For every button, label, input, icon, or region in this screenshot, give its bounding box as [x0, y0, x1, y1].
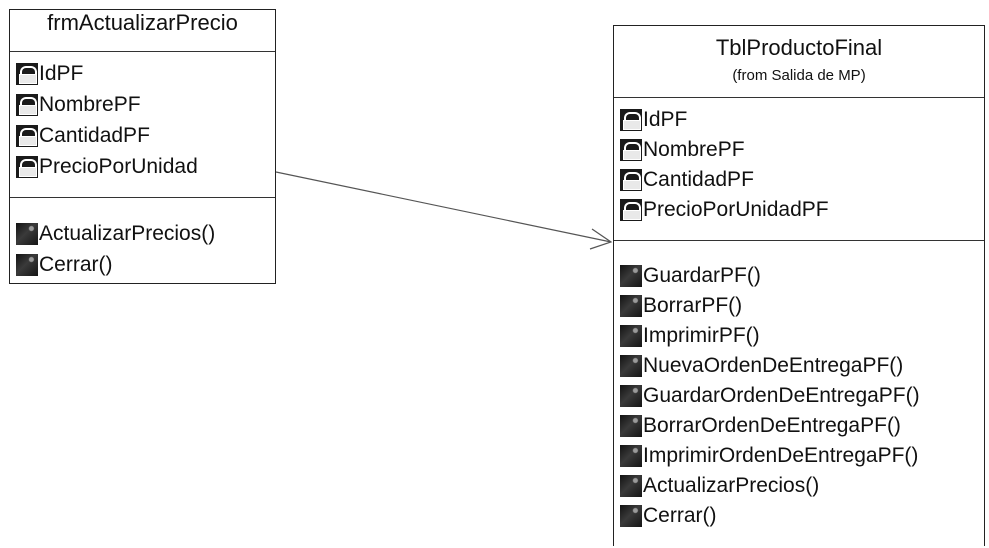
method-icon [620, 325, 642, 347]
class-box-frmactualizarprecio[interactable]: frmActualizarPrecio IdPF NombrePF Cantid… [9, 9, 276, 284]
method-icon [620, 475, 642, 497]
class-name: frmActualizarPrecio [47, 10, 238, 35]
operation-row[interactable]: Cerrar() [614, 501, 984, 531]
operation-name: BorrarPF() [643, 294, 743, 317]
operation-row[interactable]: ActualizarPrecios() [10, 218, 275, 249]
attribute-name: PrecioPorUnidad [39, 154, 198, 178]
attribute-name: PrecioPorUnidadPF [643, 198, 829, 221]
operation-name: ActualizarPrecios() [643, 474, 820, 497]
operation-row[interactable]: GuardarOrdenDeEntregaPF() [614, 381, 984, 411]
operation-name: BorrarOrdenDeEntregaPF() [643, 414, 901, 437]
method-icon [16, 222, 38, 245]
operation-name: GuardarPF() [643, 264, 761, 287]
attribute-row[interactable]: PrecioPorUnidadPF [614, 195, 984, 225]
operation-name: ActualizarPrecios() [39, 221, 216, 245]
operation-name: ImprimirOrdenDeEntregaPF() [643, 444, 919, 467]
method-icon [620, 265, 642, 287]
class-header: frmActualizarPrecio [10, 10, 275, 52]
attribute-row[interactable]: CantidadPF [10, 120, 275, 151]
lock-icon [16, 62, 38, 85]
method-icon [620, 505, 642, 527]
operation-name: Cerrar() [643, 504, 717, 527]
lock-icon [620, 169, 642, 191]
lock-icon [620, 199, 642, 221]
association-line [275, 171, 612, 243]
operation-row[interactable]: BorrarOrdenDeEntregaPF() [614, 411, 984, 441]
attribute-row[interactable]: PrecioPorUnidad [10, 151, 275, 182]
operations-compartment: ActualizarPrecios() Cerrar() [10, 198, 275, 280]
operation-row[interactable]: ImprimirPF() [614, 321, 984, 351]
operation-row[interactable]: BorrarPF() [614, 291, 984, 321]
lock-icon [16, 93, 38, 116]
lock-icon [16, 155, 38, 178]
lock-icon [16, 124, 38, 147]
attribute-name: CantidadPF [643, 168, 754, 191]
operation-name: ImprimirPF() [643, 324, 760, 347]
operation-row[interactable]: ImprimirOrdenDeEntregaPF() [614, 441, 984, 471]
method-icon [620, 295, 642, 317]
arrowhead-icon [589, 228, 613, 250]
lock-icon [620, 109, 642, 131]
operation-name: Cerrar() [39, 252, 113, 276]
attribute-row[interactable]: CantidadPF [614, 165, 984, 195]
attribute-name: NombrePF [39, 92, 141, 116]
method-icon [620, 355, 642, 377]
attribute-name: IdPF [643, 108, 688, 131]
class-name: TblProductoFinal [715, 35, 883, 60]
attribute-row[interactable]: NombrePF [10, 89, 275, 120]
operation-name: NuevaOrdenDeEntregaPF() [643, 354, 904, 377]
operation-row[interactable]: GuardarPF() [614, 261, 984, 291]
attribute-row[interactable]: IdPF [10, 58, 275, 89]
operation-row[interactable]: ActualizarPrecios() [614, 471, 984, 501]
attribute-row[interactable]: IdPF [614, 105, 984, 135]
attribute-name: CantidadPF [39, 123, 150, 147]
method-icon [620, 445, 642, 467]
method-icon [620, 415, 642, 437]
attribute-row[interactable]: NombrePF [614, 135, 984, 165]
operation-name: GuardarOrdenDeEntregaPF() [643, 384, 920, 407]
method-icon [16, 253, 38, 276]
attributes-compartment: IdPF NombrePF CantidadPF PrecioPorUnidad [10, 52, 275, 198]
attributes-compartment: IdPF NombrePF CantidadPF PrecioPorUnidad… [614, 98, 984, 241]
class-box-tblproductofinal[interactable]: TblProductoFinal (from Salida de MP) IdP… [613, 25, 985, 546]
attribute-name: IdPF [39, 61, 84, 85]
class-header: TblProductoFinal (from Salida de MP) [614, 26, 984, 98]
attribute-name: NombrePF [643, 138, 745, 161]
class-package-note: (from Salida de MP) [732, 67, 866, 84]
operation-row[interactable]: Cerrar() [10, 249, 275, 280]
lock-icon [620, 139, 642, 161]
method-icon [620, 385, 642, 407]
operations-compartment: GuardarPF() BorrarPF() ImprimirPF() Nuev… [614, 241, 984, 531]
operation-row[interactable]: NuevaOrdenDeEntregaPF() [614, 351, 984, 381]
